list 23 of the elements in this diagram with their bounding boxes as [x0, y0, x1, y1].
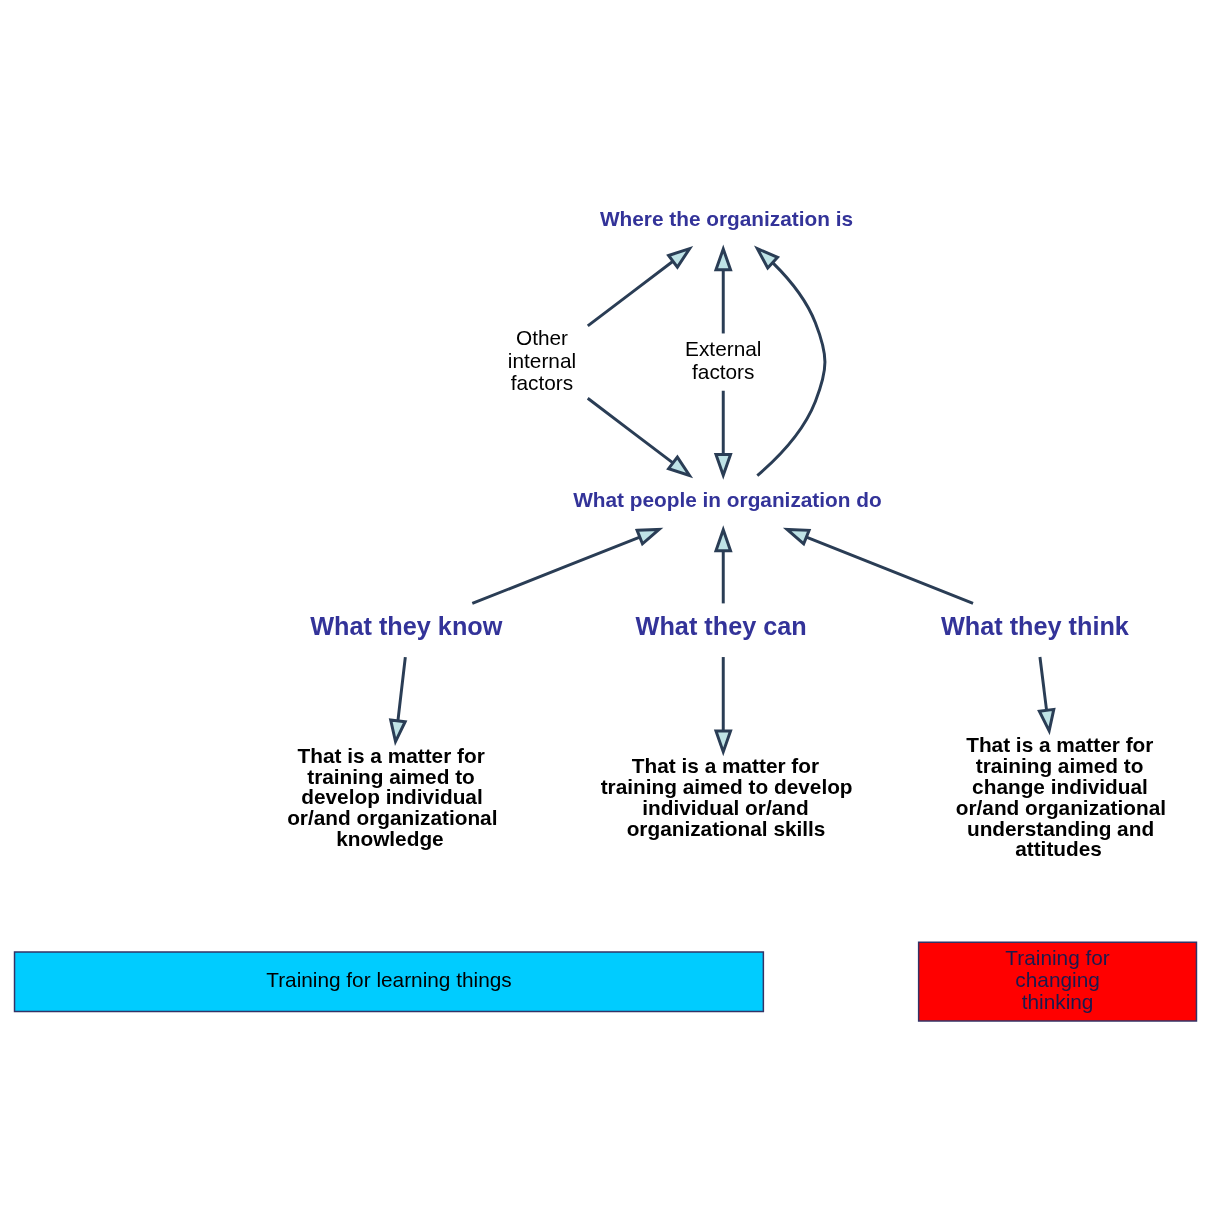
node-box: Training for changing thinking — [917, 941, 1198, 1022]
arrow — [782, 527, 974, 605]
node-text: Where the organization is — [599, 206, 853, 230]
arrow — [1037, 656, 1056, 736]
arrow — [586, 246, 694, 328]
arrow — [388, 656, 408, 747]
arrow — [713, 657, 733, 757]
node-text: Other internal factors — [507, 326, 577, 394]
node-text: That is a matter for training aimed to change individual or/and organizational understanding and attitudes — [955, 733, 1167, 861]
node-text: What they know — [310, 611, 503, 640]
node-text: External factors — [685, 337, 762, 383]
arrow — [713, 244, 733, 334]
node-box: Training for learning things — [13, 951, 765, 1013]
node-text: That is a matter for training aimed to develop individual or/and organizational skills — [600, 754, 853, 840]
node-text: What people in organization do — [573, 487, 882, 511]
node-text: That is a matter for training aimed to develop individual or/and organizational knowledge — [287, 743, 498, 851]
arrow — [586, 397, 694, 479]
arrow — [713, 390, 733, 480]
arrow — [713, 525, 733, 604]
arrow — [754, 245, 827, 477]
node-text: What they can — [635, 611, 807, 640]
arrow — [471, 527, 664, 605]
node-text: What they think — [940, 611, 1129, 640]
